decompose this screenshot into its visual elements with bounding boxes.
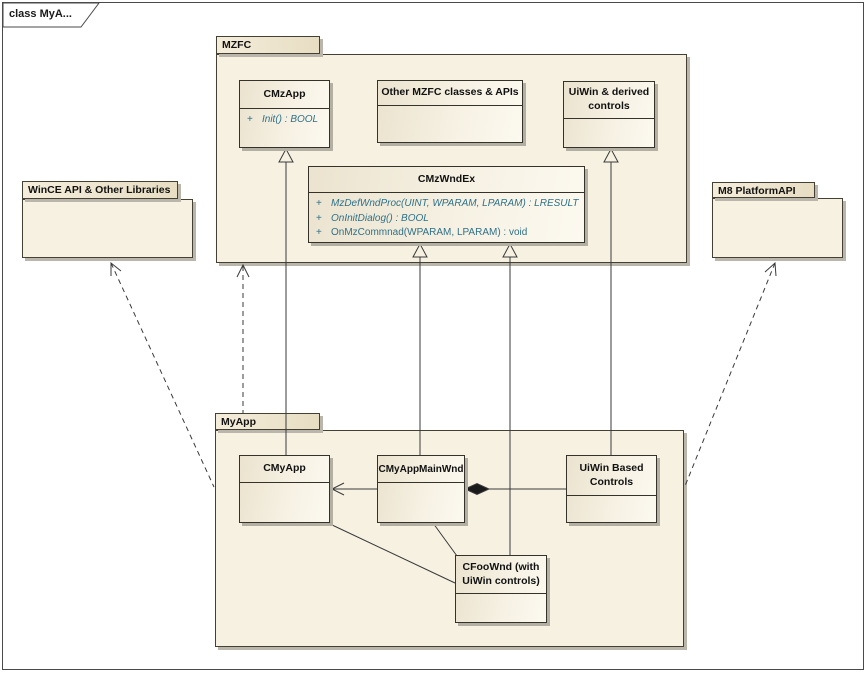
class-uiwin-derived[interactable]: UiWin & derived controls: [563, 81, 655, 148]
class-name: CMyAppMainWnd: [378, 456, 464, 483]
method-init: + Init() : BOOL: [240, 113, 329, 128]
class-operations: + Init() : BOOL: [240, 109, 329, 147]
composition-cmyappmainwnd-uiwinbased[interactable]: [463, 482, 566, 496]
association-cmyapp-cfoownd[interactable]: [329, 523, 456, 584]
class-cmyapp[interactable]: CMyApp: [239, 455, 330, 523]
open-arrowhead-icon: [110, 261, 122, 276]
class-cmzwndex[interactable]: CMzWndEx + MzDefWndProc(UINT, WPARAM, LP…: [308, 166, 585, 243]
generalization-cmyappmainwnd-to-cmzwndex[interactable]: [412, 242, 428, 455]
method-signature: OnMzCommnad(WPARAM, LPARAM) : void: [331, 227, 528, 238]
class-cfoownd[interactable]: CFooWnd (with UiWin controls): [455, 555, 547, 623]
class-name: Other MZFC classes & APIs: [378, 81, 522, 106]
method-mzdefwndproc: + MzDefWndProc(UINT, WPARAM, LPARAM) : L…: [309, 197, 584, 212]
class-name: CMyApp: [240, 456, 329, 483]
association-cmyappmainwnd-cfoownd[interactable]: [432, 522, 458, 557]
class-name: UiWin Based Controls: [567, 456, 656, 496]
class-operations: [567, 496, 656, 522]
visibility-symbol: +: [316, 227, 322, 238]
class-uiwin-based[interactable]: UiWin Based Controls: [566, 455, 657, 523]
package-tab-m8[interactable]: M8 PlatformAPI: [712, 182, 815, 198]
generalization-arrowhead-icon: [603, 147, 619, 163]
visibility-symbol: +: [316, 198, 322, 209]
method-signature: OnInitDialog() : BOOL: [331, 212, 429, 224]
class-cmzapp[interactable]: CMzApp + Init() : BOOL: [239, 80, 330, 148]
frame-title: class MyA...: [9, 8, 72, 20]
class-operations: [564, 119, 654, 147]
method-signature: Init() : BOOL: [262, 114, 319, 125]
package-tab-wince[interactable]: WinCE API & Other Libraries: [22, 181, 178, 199]
package-body-wince[interactable]: [22, 199, 193, 258]
generalization-cmyapp-to-cmzapp[interactable]: [278, 147, 294, 455]
package-body-m8[interactable]: [712, 198, 843, 258]
generalization-arrowhead-icon: [278, 147, 294, 163]
class-name: CMzApp: [240, 81, 329, 109]
class-operations: [378, 106, 522, 142]
open-arrowhead-icon: [764, 261, 777, 277]
dependency-myapp-to-mzfc[interactable]: [236, 263, 250, 413]
association-cmyappmainwnd-to-cmyapp[interactable]: [330, 482, 377, 496]
generalization-uiwinbased-to-uiwinderived[interactable]: [603, 147, 619, 455]
open-arrowhead-icon: [236, 263, 250, 278]
visibility-symbol: +: [316, 212, 322, 224]
visibility-symbol: +: [247, 114, 253, 125]
composition-diamond-icon: [463, 482, 491, 496]
class-operations: + MzDefWndProc(UINT, WPARAM, LPARAM) : L…: [309, 193, 584, 242]
class-operations: [378, 483, 464, 522]
generalization-arrowhead-icon: [412, 242, 428, 258]
class-name: CMzWndEx: [309, 167, 584, 193]
package-tab-myapp[interactable]: MyApp: [215, 413, 320, 430]
package-tab-mzfc[interactable]: MZFC: [216, 36, 320, 54]
class-operations: [456, 594, 546, 622]
package-name: MyApp: [221, 416, 256, 428]
class-name: CFooWnd (with UiWin controls): [456, 556, 546, 594]
class-other-mzfc[interactable]: Other MZFC classes & APIs: [377, 80, 523, 143]
class-name: UiWin & derived controls: [564, 82, 654, 119]
frame-heading-shape: [2, 2, 100, 28]
package-name: M8 PlatformAPI: [718, 185, 796, 197]
method-onmzcommnad: + OnMzCommnad(WPARAM, LPARAM) : void: [309, 226, 584, 241]
generalization-arrowhead-icon: [502, 242, 518, 258]
method-signature: MzDefWndProc(UINT, WPARAM, LPARAM) : LRE…: [331, 198, 579, 209]
class-operations: [240, 483, 329, 522]
dependency-myapp-to-wince[interactable]: [110, 261, 215, 488]
generalization-cfoownd-to-cmzwndex[interactable]: [502, 242, 518, 555]
dependency-myapp-to-m8[interactable]: [684, 261, 777, 487]
open-arrowhead-icon: [330, 482, 345, 496]
package-name: WinCE API & Other Libraries: [28, 184, 171, 196]
package-name: MZFC: [222, 39, 252, 51]
method-oninitdialog: + OnInitDialog() : BOOL: [309, 212, 584, 227]
class-cmyappmainwnd[interactable]: CMyAppMainWnd: [377, 455, 465, 523]
